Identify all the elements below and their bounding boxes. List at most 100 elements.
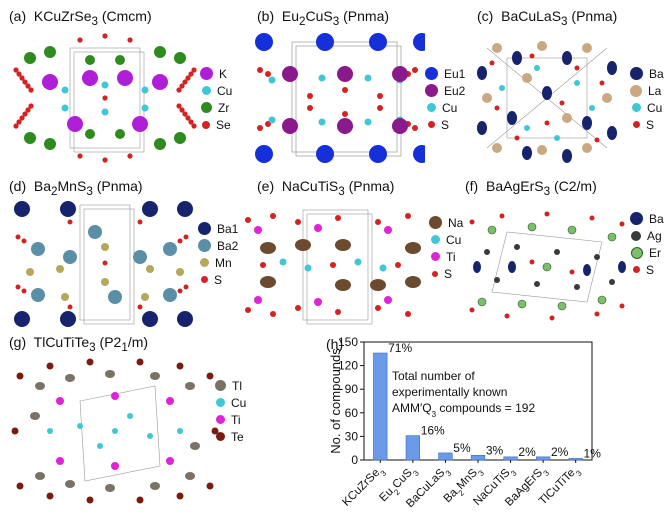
legend-item: S [429, 265, 463, 282]
legend-item: S [630, 261, 664, 278]
panel-b-title: (b) Eu2CuS3 (Pnma) [257, 8, 389, 28]
atom-dot [201, 276, 208, 283]
se-atom [179, 107, 185, 113]
se-atom [176, 87, 182, 93]
space-group: (Cmcm) [101, 8, 152, 24]
se-atom [102, 33, 108, 39]
atom-dot [216, 398, 225, 407]
se-atom [13, 123, 19, 129]
legend-item: Na [429, 214, 463, 231]
compound-name: BaCuLaS [501, 8, 562, 24]
legend-item: Er [630, 244, 664, 261]
legend-label: S [444, 266, 453, 281]
se-atom [16, 119, 22, 125]
atom-dot [216, 432, 225, 441]
panel-label: (g) [9, 334, 27, 350]
se-atom [176, 103, 182, 109]
space-group: (Pnma) [96, 178, 143, 194]
legend-label: Tl [232, 378, 242, 393]
legend-label: K [219, 66, 228, 81]
legend-label: Ba1 [217, 221, 239, 236]
panel-f-title: (f) BaAgErS3 (C2/m) [465, 178, 597, 198]
se-atom [102, 157, 108, 163]
y-tick-label: 120 [338, 359, 358, 373]
space-group-end: /m) [127, 334, 149, 350]
se-atom [185, 115, 191, 121]
panel-c-title: (c) BaCuLaS3 (Pnma) [477, 8, 617, 28]
se-atom [13, 67, 19, 73]
legend-label: Ag [647, 228, 662, 243]
legend-item: Cu [429, 231, 463, 248]
legend-item: S [198, 271, 238, 288]
y-tick-label: 0 [351, 453, 358, 467]
panel-label: (f) [465, 178, 479, 194]
space-group: (C2/m) [553, 178, 597, 194]
legend-label: Mn [215, 255, 232, 270]
panel-label: (d) [9, 178, 27, 194]
subscript: 2 [299, 14, 306, 28]
panel-d-title: (d) Ba2MnS3 (Pnma) [9, 178, 143, 198]
y-tick-label: 90 [345, 382, 359, 396]
atom-dot [631, 246, 643, 259]
crystal-structure-tlcutite3 [11, 358, 219, 504]
atom-dot [429, 216, 442, 229]
se-atom [28, 103, 34, 109]
panel-label: (c) [477, 8, 494, 24]
bar [568, 458, 583, 461]
y-tick-label: 60 [345, 406, 359, 420]
se-atom [77, 37, 83, 43]
atom-dot [431, 235, 440, 244]
legend-label: S [646, 262, 655, 277]
atom-dot [428, 121, 435, 128]
legend-item: Ba [630, 65, 664, 82]
legend-f: Ba Ag Er S [630, 210, 664, 278]
legend-label: Cu [446, 232, 462, 247]
panel-e-title: (e) NaCuTiS3 (Pnma) [257, 178, 394, 198]
data-label: 16% [421, 424, 445, 438]
legend-label: Ba2 [217, 238, 239, 253]
atom-dot [198, 222, 211, 235]
se-atom [188, 71, 194, 77]
legend-item: Mn [198, 254, 238, 271]
subscript: 3 [91, 14, 98, 28]
compound-name: TlCuTiTe [33, 334, 90, 350]
subscript: 3 [338, 184, 345, 198]
bar [405, 435, 420, 461]
atom-dot [427, 103, 436, 112]
se-atom [127, 37, 133, 43]
legend-item: Cu [425, 99, 465, 116]
crystal-structure-baagers3 [469, 211, 626, 321]
atom-dot [202, 120, 210, 129]
compound-name-part: CuS [305, 8, 333, 24]
legend-item: Ba1 [198, 220, 238, 237]
legend-e: Na Cu Ti S [429, 214, 463, 282]
panel-d: (d) Ba2MnS3 (Pnma) Ba1 Ba2 Mn S [0, 172, 239, 332]
y-tick-label: 150 [338, 335, 358, 349]
bar [536, 456, 551, 461]
se-atom [19, 75, 25, 81]
bar [470, 454, 486, 461]
se-atom [102, 95, 108, 101]
legend-label: Eu2 [444, 83, 466, 98]
crystal-structure-eu2cus3 [255, 33, 425, 163]
se-atom [127, 153, 133, 159]
se-atom [191, 67, 197, 73]
panel-label: (b) [257, 8, 275, 24]
atom-dot [630, 212, 643, 225]
subscript: 3 [86, 184, 93, 198]
legend-item: Zr [200, 99, 232, 116]
atom-dot [633, 121, 640, 128]
subscript: 3 [561, 14, 568, 28]
se-atom [19, 115, 25, 121]
atom-dot [633, 266, 640, 273]
atom-dot [425, 84, 438, 97]
legend-item: Cu [630, 99, 664, 116]
legend-label: S [646, 117, 655, 132]
panel-c: (c) BaCuLaS3 (Pnma) Ba La Cu S [467, 0, 667, 170]
legend-item: La [630, 82, 664, 99]
atom-dot [630, 67, 643, 80]
compound-name: KCuZrSe [33, 8, 92, 24]
se-atom [182, 111, 188, 117]
subscript: 3 [332, 14, 340, 28]
